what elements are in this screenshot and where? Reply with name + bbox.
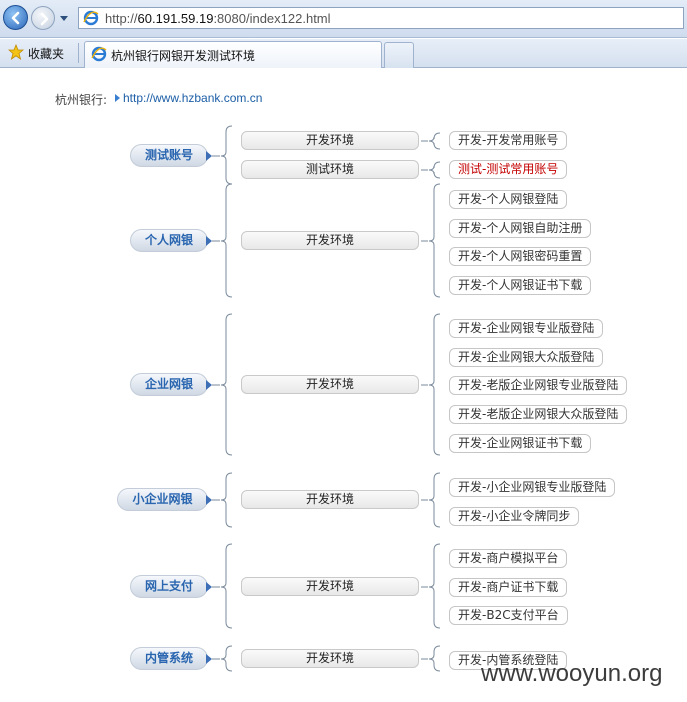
portal-link[interactable]: 开发-老版企业网银大众版登陆 <box>449 405 628 425</box>
ie-page-icon <box>83 10 99 26</box>
category-pointer-icon <box>206 495 212 505</box>
environment-label: 开发环境 <box>241 375 419 394</box>
portal-link[interactable]: 开发-个人网银自助注册 <box>449 218 592 238</box>
bracket-line <box>220 125 233 185</box>
category-pointer-icon <box>206 654 212 664</box>
portal-link[interactable]: 测试-测试常用账号 <box>449 160 568 179</box>
environment-label: 开发环境 <box>241 131 419 150</box>
portal-link[interactable]: 开发-个人网银证书下载 <box>449 276 592 296</box>
category-button[interactable]: 测试账号 <box>130 144 208 167</box>
bracket-line <box>220 543 233 629</box>
tab-title: 杭州银行网银开发测试环境 <box>111 49 256 63</box>
url-text: http://60.191.59.19:8080/index122.html <box>105 11 331 26</box>
watermark: www.wooyun.org <box>481 660 663 687</box>
tab-ie-icon <box>91 46 107 62</box>
tab-bar: 收藏夹 杭州银行网银开发测试环境 <box>0 39 687 68</box>
back-arrow-icon <box>11 11 20 25</box>
category-button[interactable]: 企业网银 <box>130 373 208 396</box>
bracket-line <box>428 543 441 629</box>
portal-link[interactable]: 开发-企业网银大众版登陆 <box>449 347 604 367</box>
category-pointer-icon <box>206 151 212 161</box>
bracket-line <box>428 313 441 456</box>
portal-link[interactable]: 开发-企业网银专业版登陆 <box>449 319 604 338</box>
environment-label: 开发环境 <box>241 577 419 596</box>
category-button[interactable]: 个人网银 <box>130 229 208 252</box>
environment-label: 开发环境 <box>241 231 419 250</box>
portal-link[interactable]: 开发-商户模拟平台 <box>449 549 568 568</box>
tab-separator <box>78 43 79 63</box>
category-pointer-icon <box>206 380 212 390</box>
url-input[interactable]: http://60.191.59.19:8080/index122.html <box>78 7 684 29</box>
portal-link[interactable]: 开发-小企业令牌同步 <box>449 506 580 526</box>
portal-link[interactable]: 开发-小企业网银专业版登陆 <box>449 478 616 497</box>
environment-label: 开发环境 <box>241 649 419 668</box>
favorites-label[interactable]: 收藏夹 <box>28 47 65 61</box>
portal-link[interactable]: 开发-开发常用账号 <box>449 131 568 150</box>
environment-label: 测试环境 <box>241 160 419 179</box>
bracket-line <box>428 161 441 179</box>
active-tab[interactable]: 杭州银行网银开发测试环境 <box>84 41 382 68</box>
portal-link[interactable]: 开发-老版企业网银专业版登陆 <box>449 376 628 396</box>
bracket-line <box>428 645 441 672</box>
portal-link[interactable]: 开发-企业网银证书下载 <box>449 433 592 453</box>
forward-arrow-icon <box>40 12 49 26</box>
portal-link[interactable]: 开发-内管系统登陆 <box>449 651 568 670</box>
recent-pages-dropdown-icon[interactable] <box>59 13 69 23</box>
category-button[interactable]: 内管系统 <box>130 647 208 670</box>
bracket-line <box>220 472 233 528</box>
bank-label: 杭州银行: <box>55 93 108 107</box>
new-tab-button[interactable] <box>384 42 414 68</box>
link-arrow-icon <box>115 94 120 102</box>
bracket-line <box>220 645 233 672</box>
forward-button[interactable] <box>31 6 55 30</box>
bracket-line <box>220 313 233 456</box>
category-pointer-icon <box>206 236 212 246</box>
category-button[interactable]: 小企业网银 <box>117 488 208 511</box>
bracket-line <box>428 183 441 298</box>
portal-link[interactable]: 开发-B2C支付平台 <box>449 606 568 626</box>
bank-homepage-link[interactable]: http://www.hzbank.com.cn <box>123 91 263 105</box>
portal-link[interactable]: 开发-商户证书下载 <box>449 577 568 597</box>
portal-link[interactable]: 开发-个人网银密码重置 <box>449 247 592 267</box>
favorites-star-icon[interactable] <box>8 44 24 60</box>
category-pointer-icon <box>206 582 212 592</box>
address-bar-row: http://60.191.59.19:8080/index122.html <box>0 0 687 38</box>
bracket-line <box>428 132 441 150</box>
bracket-line <box>428 472 441 528</box>
category-button[interactable]: 网上支付 <box>130 575 208 598</box>
bracket-line <box>220 183 233 298</box>
back-button[interactable] <box>3 5 28 30</box>
environment-label: 开发环境 <box>241 490 419 509</box>
portal-link[interactable]: 开发-个人网银登陆 <box>449 190 568 209</box>
